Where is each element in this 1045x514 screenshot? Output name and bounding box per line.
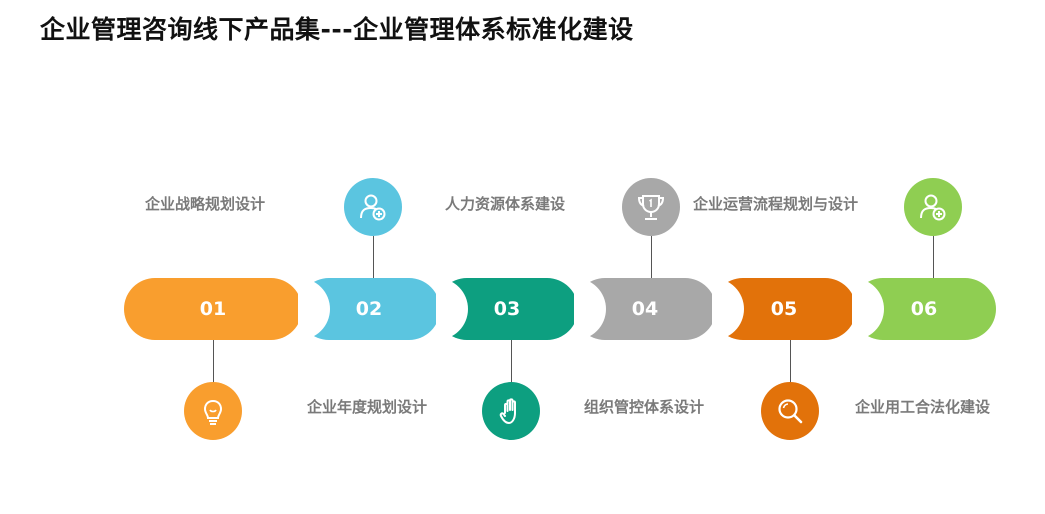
step-number-04: 04	[631, 298, 659, 320]
hand-icon	[499, 398, 516, 424]
search-icon	[778, 399, 803, 424]
step-label-03: 人力资源体系建设	[445, 195, 566, 213]
step-label-04: 组织管控体系设计	[584, 398, 705, 416]
connector-line-01	[213, 339, 214, 383]
step-number-01: 01	[199, 298, 227, 320]
step-segment-01: 01	[124, 278, 302, 340]
connector-line-05	[790, 339, 791, 383]
step-label-05: 企业运营流程规划与设计	[693, 195, 859, 213]
step-label-01: 企业战略规划设计	[145, 195, 266, 213]
step-icon-circle-02	[344, 178, 402, 236]
step-label-06: 企业用工合法化建设	[855, 398, 991, 416]
connector-line-02	[373, 236, 374, 279]
step-icon-circle-06	[904, 178, 962, 236]
step-icon-circle-03	[482, 382, 540, 440]
step-number-06: 06	[910, 298, 938, 320]
connector-line-03	[511, 339, 512, 383]
connector-line-06	[933, 236, 934, 279]
step-icon-circle-05	[761, 382, 819, 440]
step-icon-circle-01	[184, 382, 242, 440]
user-add-icon	[920, 194, 946, 221]
step-label-02: 企业年度规划设计	[307, 398, 428, 416]
page-title: 企业管理咨询线下产品集---企业管理体系标准化建设	[40, 15, 634, 44]
step-icon-circle-04	[622, 178, 680, 236]
connector-line-04	[651, 236, 652, 279]
step-number-05: 05	[770, 298, 798, 320]
user-add-icon	[360, 194, 386, 221]
step-number-03: 03	[493, 298, 521, 320]
step-number-02: 02	[355, 298, 383, 320]
lightbulb-icon	[203, 399, 223, 425]
trophy-icon	[637, 195, 665, 220]
